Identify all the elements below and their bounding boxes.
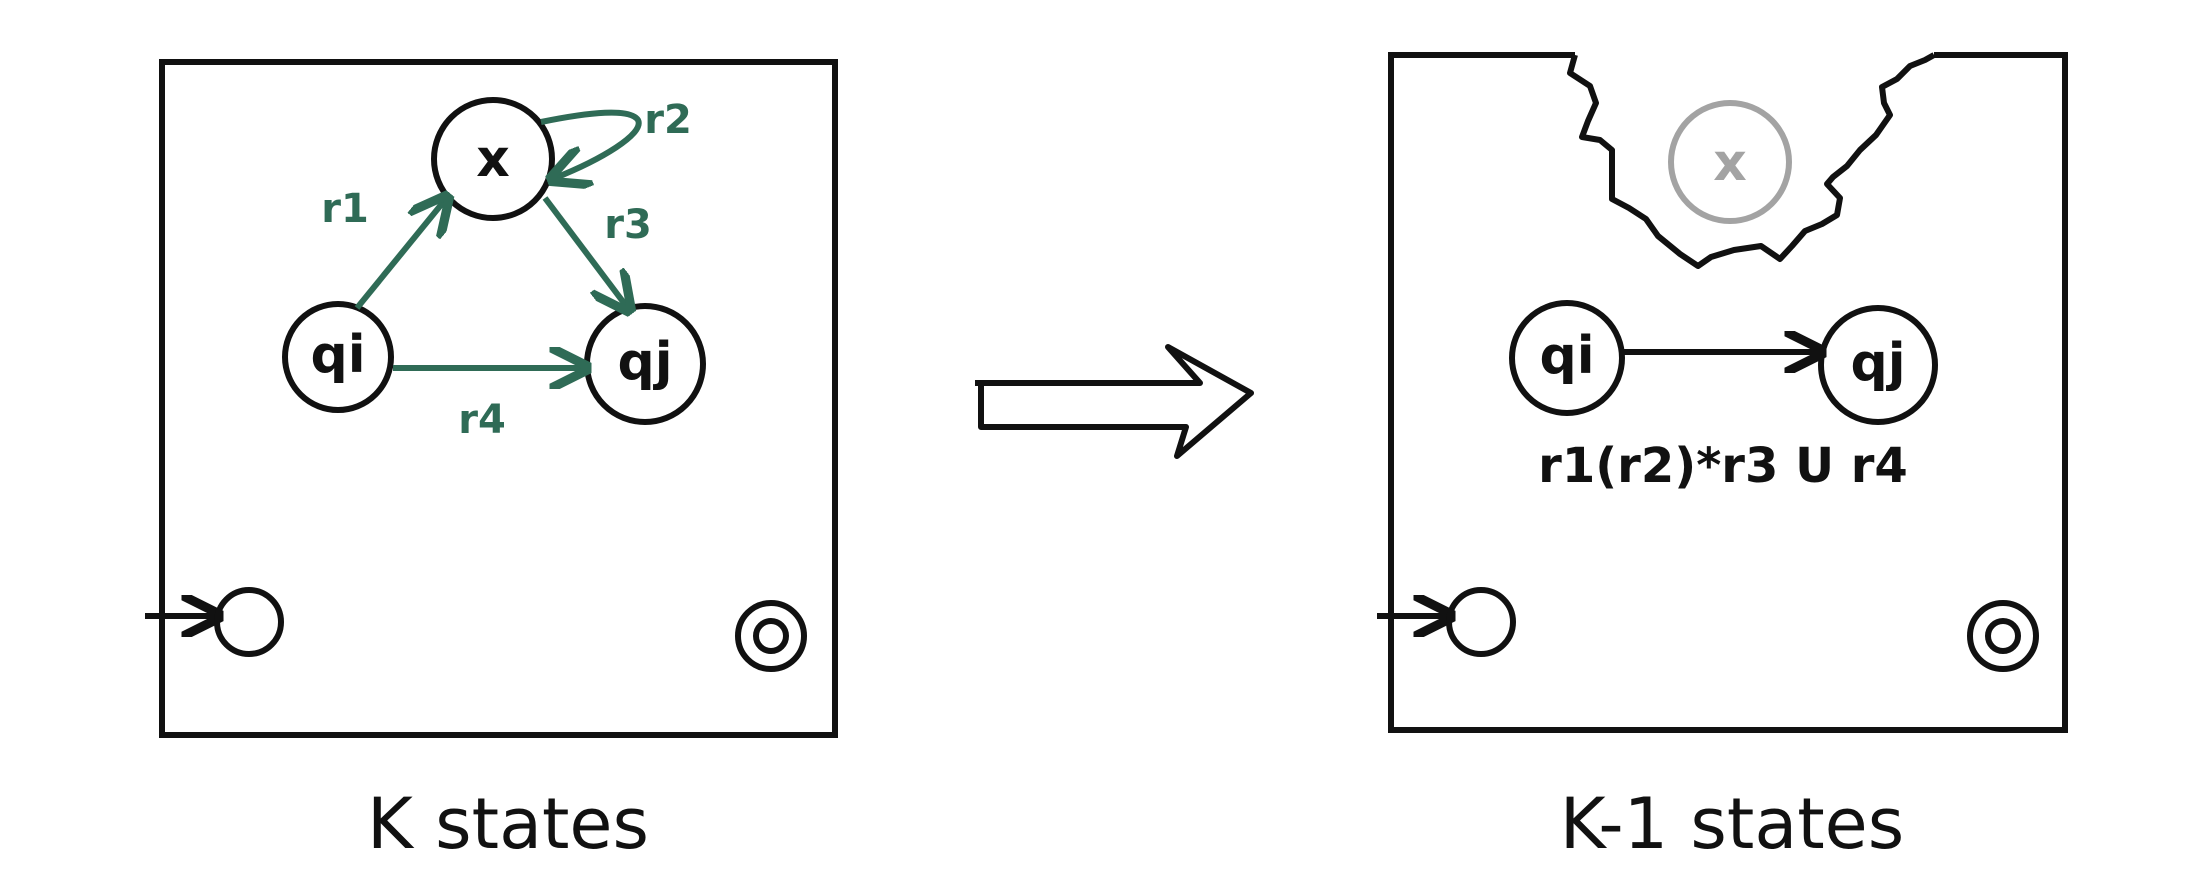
new-edge-label: r1(r2)*r3 U r4 [1538,438,1908,494]
right-panel: x qi qj r1(r2)*r3 U r4 K-1 states [1377,52,2068,865]
right-start-state [1377,587,1516,657]
edge-r1-label: r1 [321,186,369,232]
edge-r1 [354,200,445,310]
edge-r2-self-loop [541,109,642,178]
right-state-qi-label: qi [1539,326,1594,386]
start-state [145,587,284,657]
state-qi: qi [282,301,394,413]
left-caption: K states [367,783,649,865]
edge-r2-label: r2 [644,97,692,143]
right-automaton-box [1388,52,2068,733]
state-qj-label: qj [617,332,672,392]
right-state-qj-label: qj [1850,333,1905,393]
state-qj: qj [584,303,706,425]
right-state-qi: qi [1509,300,1625,416]
state-qi-label: qi [310,325,365,385]
removed-state-x-label: x [1713,133,1747,193]
right-caption: K-1 states [1560,783,1904,865]
state-x-label: x [476,129,510,189]
double-arrow-right-icon [975,344,1254,459]
edge-r3-label: r3 [604,202,652,248]
accept-state [735,600,807,672]
state-x: x [431,97,555,221]
torn-hole-edge [1567,52,1936,269]
left-automaton-box [159,59,838,738]
edge-r4-label: r4 [458,397,506,443]
right-accept-state [1967,600,2039,672]
removed-state-x: x [1668,100,1792,224]
left-panel: x qi qj r1 r2 r3 r4 K st [145,59,838,865]
edge-r3 [542,196,627,307]
right-state-qj: qj [1818,305,1938,425]
